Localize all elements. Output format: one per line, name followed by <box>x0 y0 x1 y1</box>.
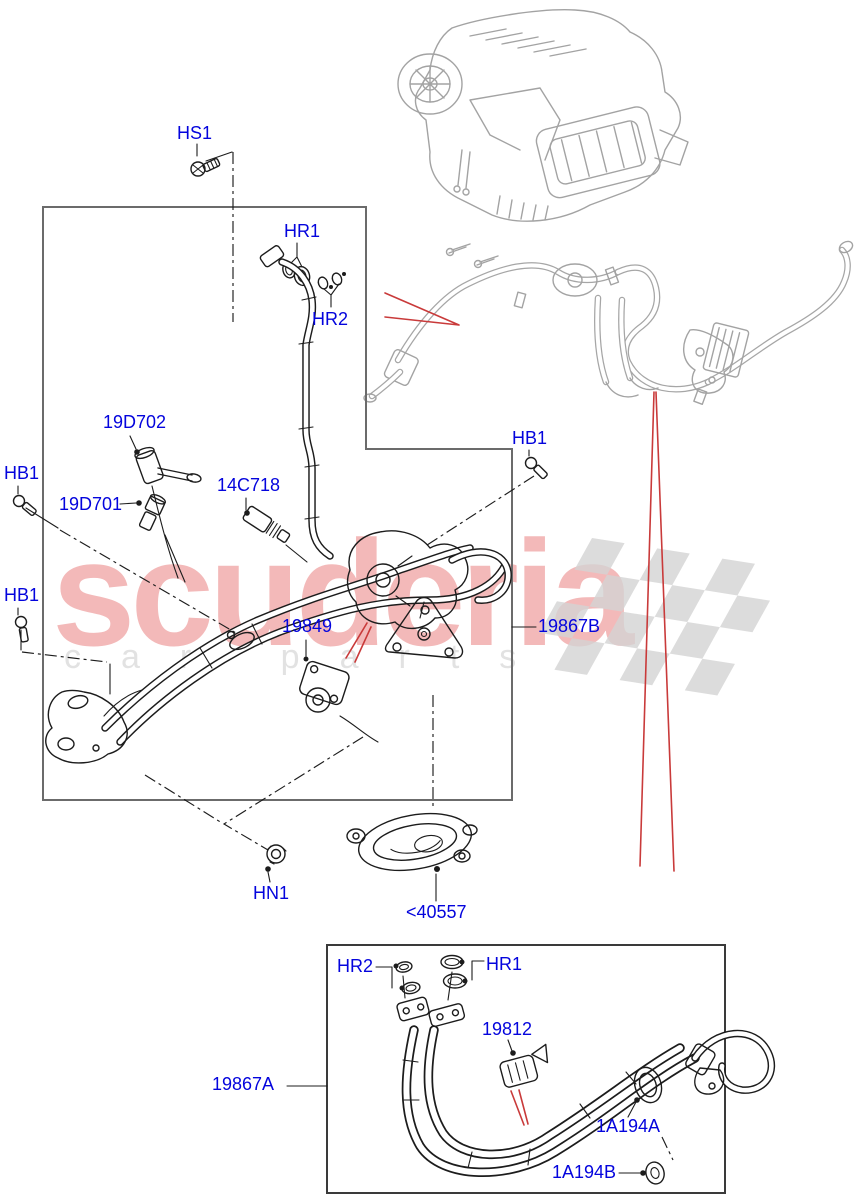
red-callout-lines <box>345 292 675 1126</box>
part-label-19867b[interactable]: 19867B <box>538 616 601 636</box>
gasket-40557 <box>346 812 478 902</box>
watermark-brand: scuderia <box>52 509 634 677</box>
part-label-19849[interactable]: 19849 <box>282 616 333 636</box>
part-label-hb1-left-bottom[interactable]: HB1 <box>4 585 40 605</box>
valve-19d701 <box>119 493 186 583</box>
part-label-hr1-top[interactable]: HR1 <box>284 221 321 241</box>
heater-hose-vertical <box>259 245 334 560</box>
valve-19849 <box>299 639 379 743</box>
ac-lines-box <box>326 944 726 1194</box>
part-label-40557[interactable]: <40557 <box>406 902 467 922</box>
checkered-flag-watermark <box>539 538 771 696</box>
heater-hoses-crossing <box>101 544 509 746</box>
part-label-hr2-top[interactable]: HR2 <box>312 309 349 329</box>
hb1-bolt-right <box>423 449 548 548</box>
part-label-hr1-bottom[interactable]: HR1 <box>486 954 523 974</box>
hr2-clips-top <box>317 272 346 308</box>
hose-flange-bracket <box>45 689 143 764</box>
hvac-unit-context-sketch <box>397 9 689 222</box>
clip-19812 <box>499 1039 549 1088</box>
hb1-bolt-left-bottom <box>14 607 111 695</box>
part-label-19d701[interactable]: 19D701 <box>59 494 123 514</box>
hb1-bolt-left-top <box>12 485 237 634</box>
part-label-1a194a[interactable]: 1A194A <box>596 1116 661 1136</box>
ac-line-assembly <box>396 971 776 1178</box>
hose-clamp <box>226 630 255 651</box>
part-label-19812[interactable]: 19812 <box>482 1019 533 1039</box>
part-label-hn1[interactable]: HN1 <box>253 883 290 903</box>
aux-pump-assembly <box>346 530 537 659</box>
hr1-orings-bottom <box>440 954 485 989</box>
part-label-hb1-left-top[interactable]: HB1 <box>4 463 40 483</box>
seal-1a194b <box>618 1161 665 1185</box>
sensor-14c718 <box>242 497 308 563</box>
part-label-hb1-right[interactable]: HB1 <box>512 428 548 448</box>
hn1-nut <box>265 844 287 883</box>
hose-assembly-context-sketch <box>363 240 854 405</box>
seal-1a194a <box>627 1066 674 1161</box>
connector-19d702 <box>129 435 202 579</box>
part-label-1a194b[interactable]: 1A194B <box>552 1162 617 1182</box>
main-parts-box <box>42 206 513 801</box>
part-label-19d702[interactable]: 19D702 <box>103 412 167 432</box>
part-label-14c718[interactable]: 14C718 <box>217 475 281 495</box>
locator-dash-lines <box>144 695 434 851</box>
part-label-hr2-bottom[interactable]: HR2 <box>337 956 374 976</box>
part-label-hs1[interactable]: HS1 <box>177 123 213 143</box>
hs1-screw-part <box>190 143 234 322</box>
part-label-19867a[interactable]: 19867A <box>212 1074 275 1094</box>
hr2-orings-bottom <box>375 961 421 995</box>
